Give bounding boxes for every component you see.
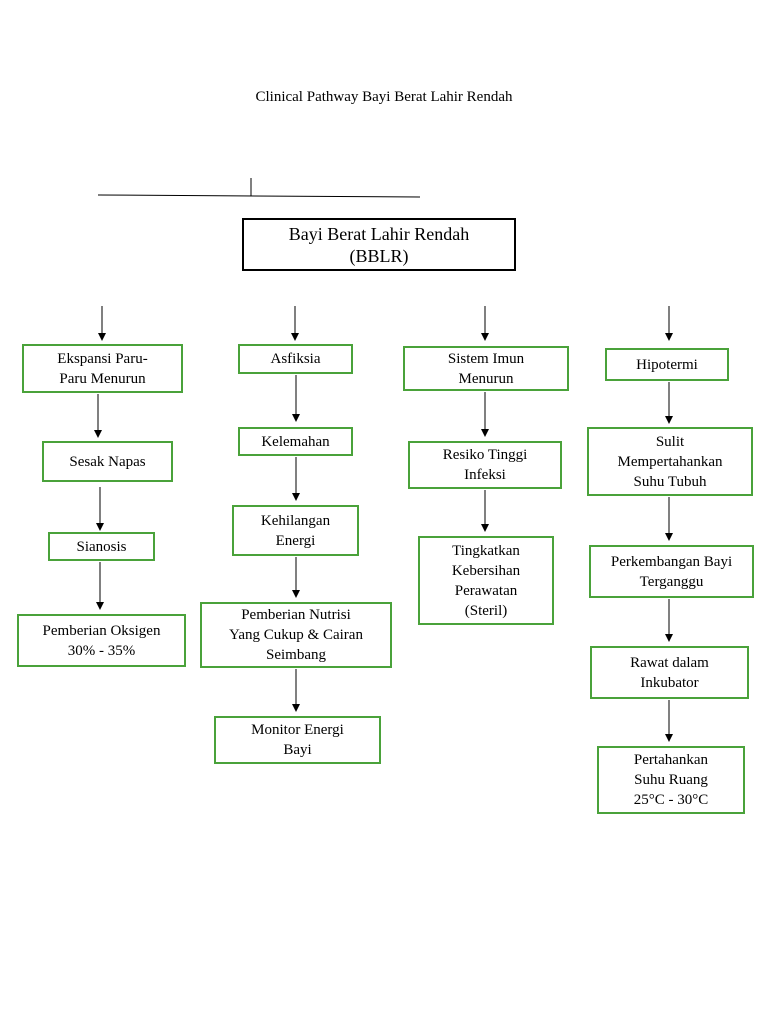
root-box-bblr: Bayi Berat Lahir Rendah (BBLR) — [242, 218, 516, 271]
box-resiko-infeksi: Resiko Tinggi Infeksi — [408, 441, 562, 489]
box-pemberian-nutrisi: Pemberian Nutrisi Yang Cukup & Cairan Se… — [200, 602, 392, 668]
box-pemberian-oksigen: Pemberian Oksigen 30% - 35% — [17, 614, 186, 667]
box-sesak-napas: Sesak Napas — [42, 441, 173, 482]
box-tingkatkan-kebersihan: Tingkatkan Kebersihan Perawatan (Steril) — [418, 536, 554, 625]
box-monitor-energi: Monitor Energi Bayi — [214, 716, 381, 764]
box-sistem-imun: Sistem Imun Menurun — [403, 346, 569, 391]
box-hipotermi: Hipotermi — [605, 348, 729, 381]
box-asfiksia: Asfiksia — [238, 344, 353, 374]
box-sianosis: Sianosis — [48, 532, 155, 561]
box-rawat-inkubator: Rawat dalam Inkubator — [590, 646, 749, 699]
box-kehilangan-energi: Kehilangan Energi — [232, 505, 359, 556]
page-title: Clinical Pathway Bayi Berat Lahir Rendah — [255, 89, 513, 105]
box-sulit-mempertahankan: Sulit Mempertahankan Suhu Tubuh — [587, 427, 753, 496]
box-kelemahan: Kelemahan — [238, 427, 353, 456]
box-pertahankan-suhu: Pertahankan Suhu Ruang 25°C - 30°C — [597, 746, 745, 814]
top-rule-line — [97, 194, 421, 198]
box-perkembangan-bayi: Perkembangan Bayi Terganggu — [589, 545, 754, 598]
box-ekspansi-paru: Ekspansi Paru- Paru Menurun — [22, 344, 183, 393]
